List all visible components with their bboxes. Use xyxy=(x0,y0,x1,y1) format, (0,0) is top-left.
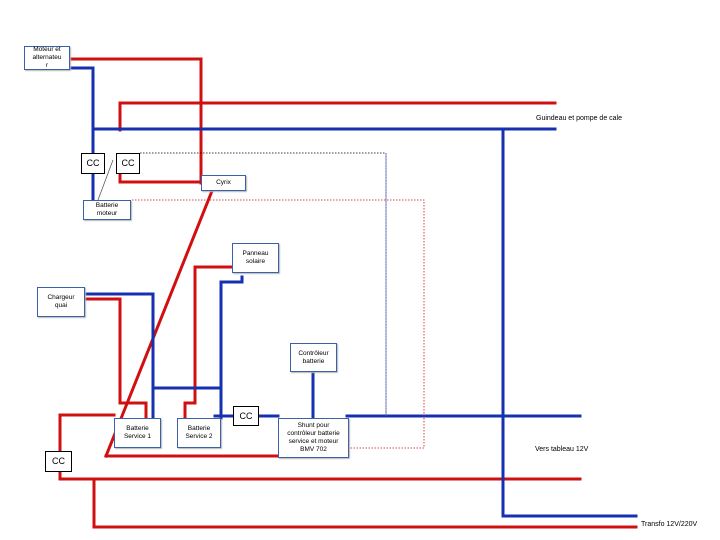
wire-chargeur-red xyxy=(83,297,148,420)
wire-transfo-red xyxy=(92,477,638,529)
cc-fuse-1: CC xyxy=(81,153,105,174)
label-guindeau: Guindeau et pompe de cale xyxy=(536,115,623,122)
label-transfo: Transfo 12V/220V xyxy=(641,521,698,528)
controleur-box: Contrôleur batterie xyxy=(290,343,337,372)
wire-moteur-red xyxy=(68,57,203,185)
wire-panneau-red xyxy=(183,265,234,420)
wire-chargeur-blue xyxy=(83,292,155,420)
wire-transfo-blue xyxy=(501,127,638,518)
dotted-wire-black xyxy=(140,152,387,416)
wire-cc-tableau xyxy=(58,470,582,481)
service2-box: Batterie Service 2 xyxy=(177,418,221,448)
batterie-moteur-box: Batterie moteur xyxy=(83,200,131,220)
label-tableau: Vers tableau 12V xyxy=(535,446,589,453)
panneau-box: Panneau solaire xyxy=(232,243,279,273)
cc-fuse-3: CC xyxy=(233,406,259,426)
shunt-box: Shunt pour contrôleur batterie service e… xyxy=(278,418,349,458)
wire-panneau-blue xyxy=(219,275,244,420)
cyrix-box: Cyrix xyxy=(201,175,246,191)
wire-cc-batterie-diag xyxy=(97,159,114,201)
cc-fuse-2: CC xyxy=(116,153,140,174)
wire-service1-cc xyxy=(58,413,116,452)
wire-moteur-blue xyxy=(68,66,95,202)
dotted-wire-red xyxy=(132,199,425,449)
wire-cyrix-red xyxy=(118,172,203,184)
wire-cyrix-diagonal xyxy=(104,189,214,458)
moteur-box: Moteur et alternateu r xyxy=(24,46,70,70)
wire-guindeau-red xyxy=(118,101,557,132)
service1-box: Batterie Service 1 xyxy=(114,418,161,448)
cc-fuse-4: CC xyxy=(45,451,72,472)
chargeur-box: Chargeur quai xyxy=(37,287,85,317)
